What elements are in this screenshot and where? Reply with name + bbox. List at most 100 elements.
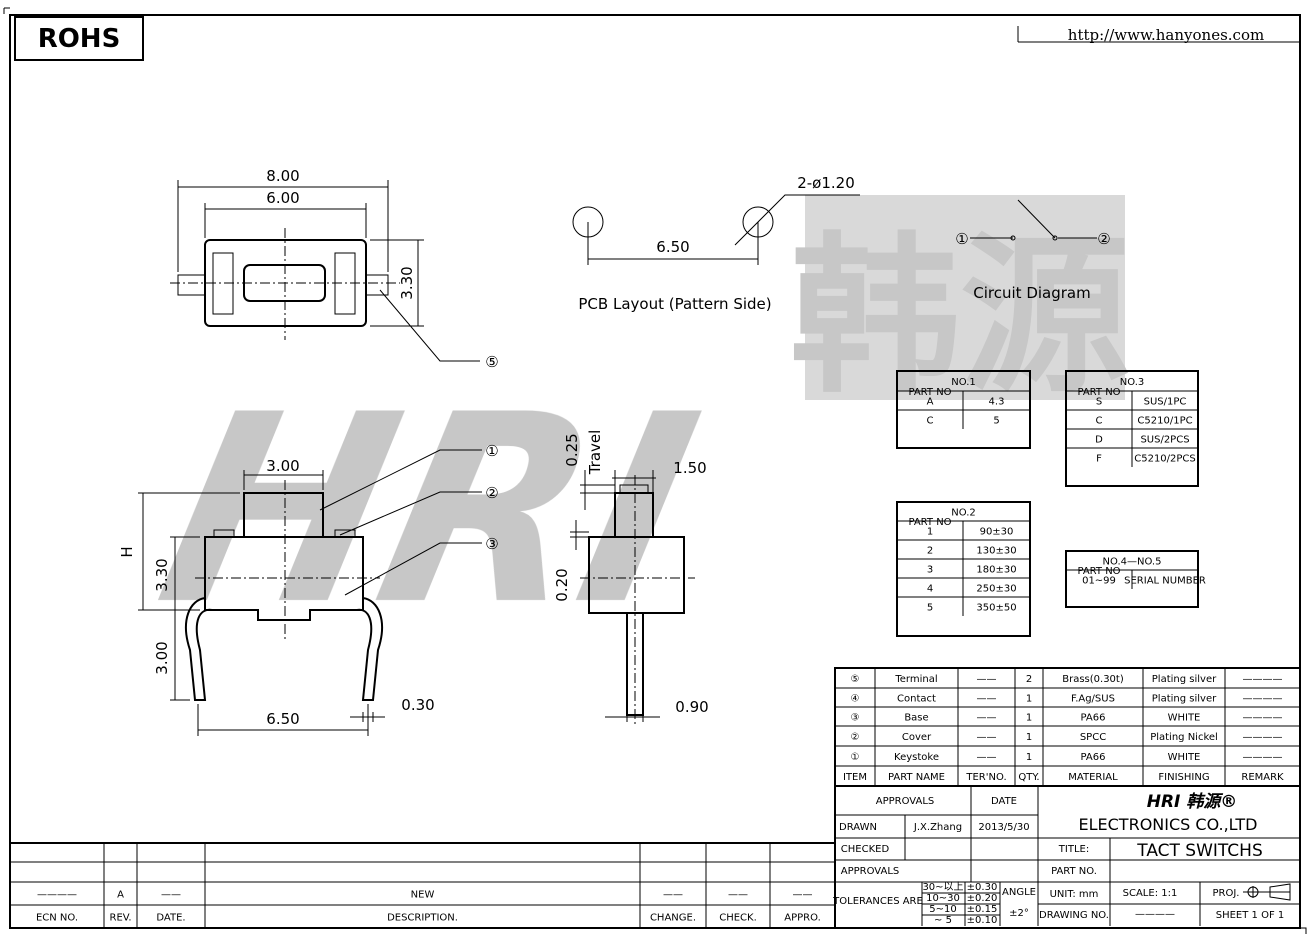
parts-table-cell: Contact [897, 694, 936, 705]
hole-diameter-label: 2-ø1.20 [797, 174, 855, 192]
projection-symbol-icon [1243, 883, 1291, 901]
revision-table-cell: REV. [110, 913, 132, 924]
parts-table-cell: ITEM [843, 772, 867, 783]
no3-table-title: NO.3 [1120, 377, 1145, 388]
parts-table-cell: PART NAME [888, 772, 945, 783]
no2-table-cell: 180±30 [976, 565, 1016, 576]
tol-range-2: 10~30 [926, 893, 960, 904]
dim-body-height: 3.30 [153, 558, 171, 591]
angle-label: ANGLE [1002, 887, 1036, 898]
parts-table-cell: ① [851, 752, 860, 763]
no2-table-cell: 130±30 [976, 546, 1016, 557]
pcb-layout: 2-ø1.20 6.50 PCB Layout (Pattern Side) [572, 174, 860, 313]
parts-table-cell: ———— [1243, 694, 1283, 705]
parts-table-cell: —— [977, 713, 997, 724]
parts-table-cell: 1 [1026, 732, 1032, 743]
no3-table-cell: C [1096, 416, 1103, 427]
parts-table-cell: 1 [1026, 752, 1032, 763]
no3-table-cell: SUS/1PC [1144, 397, 1187, 408]
parts-table-cell: Brass(0.30t) [1062, 674, 1124, 685]
tol-range-3: 5~10 [929, 904, 956, 915]
revision-table-cell: —— [161, 890, 181, 901]
drawn-by: J.X.Zhang [913, 822, 962, 833]
dim-cap-width: 3.00 [266, 457, 299, 475]
date-header: DATE [991, 796, 1017, 807]
parts-table-cell: ———— [1243, 713, 1283, 724]
hri-watermark-logo: HRI 韩源 [139, 195, 1130, 662]
no1-table-cell: 4.3 [989, 397, 1005, 408]
parts-table-cell: WHITE [1168, 752, 1201, 763]
revision-table-cell: ———— [37, 890, 77, 901]
no2-table-cell: 3 [927, 565, 933, 576]
no3-table-cell: PART NO [1077, 387, 1120, 398]
dim-leg-pitch: 6.50 [266, 710, 299, 728]
revision-table-cell: DATE. [156, 913, 185, 924]
angle-tolerance: ±2° [1009, 908, 1029, 919]
no45-table-cell: SERIAL NUMBER [1124, 576, 1206, 587]
no3-table-cell: C5210/1PC [1137, 416, 1192, 427]
drawing-no-value: ———— [1135, 909, 1175, 920]
pin-1-label: ① [955, 230, 968, 248]
revision-table-cell: CHECK. [719, 913, 757, 924]
parts-table-cell: ———— [1243, 752, 1283, 763]
drawing-title: TACT SWITCHS [1136, 841, 1263, 861]
parts-table-cell: QTY. [1018, 772, 1039, 783]
part-no-label: PART NO. [1051, 866, 1097, 877]
parts-table-cell: —— [977, 674, 997, 685]
revision-table-cell: DESCRIPTION. [387, 913, 458, 924]
callout-5: ⑤ [485, 353, 498, 371]
no1-table-cell: PART NO [908, 387, 951, 398]
parts-table-cell: SPCC [1080, 732, 1106, 743]
top-view: 8.00 6.00 3.30 ⑤ [170, 167, 499, 371]
no2-table [896, 501, 1031, 637]
no45-table [1065, 550, 1199, 608]
pin-2-label: ② [1097, 230, 1110, 248]
tol-value-4: ±0.10 [967, 915, 998, 926]
revision-table-cell: —— [728, 890, 748, 901]
no3-table-cell: F [1096, 454, 1102, 465]
no2-table-cell: 350±50 [976, 603, 1016, 614]
parts-table-cell: Base [904, 713, 928, 724]
dim-leg-width: 0.90 [675, 698, 708, 716]
drawn-label: DRAWN [839, 822, 877, 833]
tol-value-3: ±0.15 [967, 904, 998, 915]
tol-value-1: ±0.30 [967, 882, 998, 893]
revision-table-cell: CHANGE. [650, 913, 696, 924]
no2-table-cell: PART NO [908, 517, 951, 528]
no1-table-cell: 5 [993, 416, 999, 427]
no2-table-cell: 2 [927, 546, 933, 557]
dim-end-width: 1.50 [673, 459, 706, 477]
parts-table-cell: PA66 [1081, 713, 1106, 724]
callout-2: ② [485, 484, 498, 502]
dim-leg-length: 3.00 [153, 641, 171, 674]
rohs-box [14, 16, 144, 61]
revision-table-cell: —— [793, 890, 813, 901]
parts-table-cell: WHITE [1168, 713, 1201, 724]
parts-table-cell: 2 [1026, 674, 1032, 685]
approvals-label: APPROVALS [841, 866, 900, 877]
dim-travel: 0.25 [563, 433, 581, 466]
parts-table-cell: REMARK [1241, 772, 1284, 783]
tol-value-2: ±0.20 [967, 893, 998, 904]
parts-table-cell: —— [977, 752, 997, 763]
revision-table-cell: A [117, 890, 124, 901]
website-url[interactable]: http://www.hanyones.com [1068, 26, 1264, 44]
scale-label: SCALE: 1:1 [1123, 888, 1178, 899]
revision-table [9, 842, 836, 929]
parts-table-cell: MATERIAL [1068, 772, 1118, 783]
parts-table-cell: 1 [1026, 694, 1032, 705]
drawn-date: 2013/5/30 [978, 822, 1029, 833]
parts-table-cell: PA66 [1081, 752, 1106, 763]
company-logo: HRI 韩源® [1147, 792, 1238, 812]
parts-table-cell: F.Ag/SUS [1071, 694, 1115, 705]
parts-table-cell: ———— [1243, 674, 1283, 685]
revision-table-cell: APPRO. [784, 913, 821, 924]
dim-body-length: 6.00 [266, 189, 299, 207]
revision-table-cell: NEW [411, 890, 435, 901]
no45-table-cell: 01~99 [1082, 576, 1116, 587]
tolerances-label: TOLERANCES ARE [832, 896, 923, 907]
no2-table-cell: 1 [927, 527, 933, 538]
no3-table-cell: C5210/2PCS [1134, 454, 1196, 465]
tol-range-4: ~ 5 [934, 915, 952, 926]
no1-table-cell: A [927, 397, 934, 408]
